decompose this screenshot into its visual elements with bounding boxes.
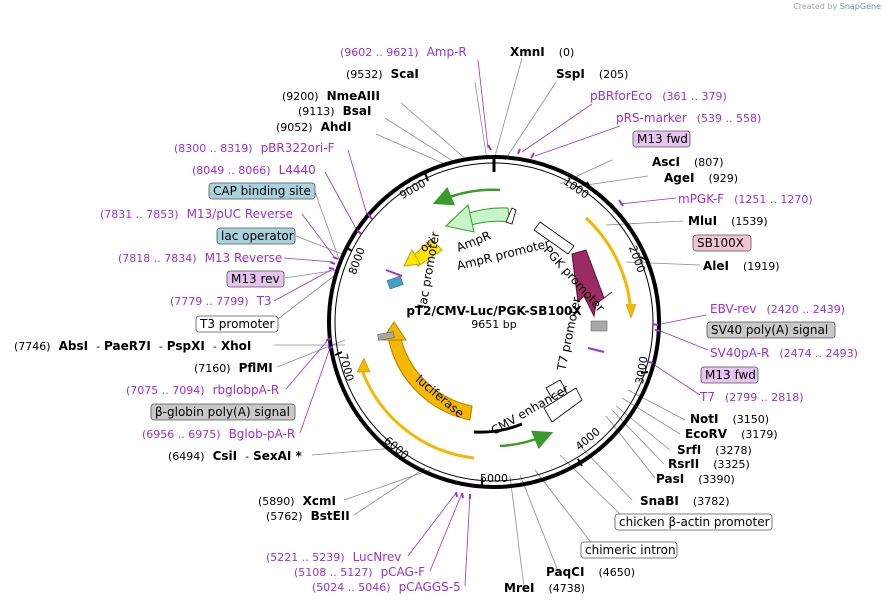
beta-globin-box [150,403,296,421]
ampr-arrowhead [444,204,475,233]
tick-marks [334,172,649,486]
t7-promoter-shape [545,379,567,399]
luciferase-outer-arc [360,369,475,460]
primer-sv40pa-r: SV40pA-R(2474 .. 2493) [710,346,858,360]
pgk-promoter-shape [533,221,575,255]
enzyme-agei: AgeI(929) [664,171,738,185]
t7-primer-marks [587,347,605,353]
primer-rbglobpa-r: (7075 .. 7094)rbglobpA-R [126,383,279,397]
ampr-promoter-shape [505,207,517,225]
primer-mpgk-f: mPGK-F(1251 .. 1270) [678,192,813,206]
sv40-polya-marker [590,320,608,332]
enzyme-bsteii: (5762)BstEII [266,509,350,523]
plasmid-length: 9651 bp [471,318,516,331]
m13-fwd-label-top: M13 fwd [637,132,688,146]
sb100x-box [692,234,752,252]
chimeric-intron-arrow [499,430,554,450]
enzyme-nmeaiii: (9200)NmeAIII [282,89,380,103]
primer-pbrforeco: pBRforEco(361 .. 379) [590,89,727,103]
cap-binding-box [208,182,316,200]
enzyme-ecorv: EcoRV(3179) [685,427,778,441]
enzyme-snabi: SnaBI(3782) [640,494,729,508]
primer-l4440: (8049 .. 8066)L4440 [192,163,316,177]
m13-rev-label: M13 rev [231,272,280,286]
tick-label-5000: 5000 [480,472,508,485]
snapgene-credit: Created by SnapGene [793,2,881,11]
lac-primer-marks [385,269,403,277]
primer-t3: (7779 .. 7799)T3 [170,294,272,308]
t3-promoter-box [195,315,279,333]
leader-lines [269,57,701,588]
primer-site-marks [325,144,661,499]
primer-prs-marker: pRS-marker(539 .. 558) [616,111,761,125]
enzyme-paqci: PaqCI(4650) [546,565,635,579]
primer-t7: T7(2799 .. 2818) [699,390,804,404]
primer-pcag-f: (5108 .. 5127)pCAG-F [294,565,425,579]
enzyme-mlui: MluI(1539) [688,214,768,228]
beta-globin-label: β-globin poly(A) signal [155,405,290,419]
orange-arc-arrowhead [625,303,637,319]
ampr-outer-arrow [432,186,501,206]
enzyme-mrei: MreI(4738) [504,581,585,595]
enzyme-absi-group: (7746)AbsI-PaeR7I-PspXI-XhoI [14,339,251,353]
m13-rev-box [226,270,285,288]
ori-arrowhead [403,248,421,267]
beta-globin-polya-marker [377,331,395,341]
enzyme-noti: NotI(3150) [690,412,769,426]
lac-operator-label: lac operator [221,229,294,243]
cap-binding-label: CAP binding site [213,184,311,198]
credit-prefix: Created by [793,2,838,11]
sv40-polya-box [706,321,836,339]
tick-label-2000: 2000 [626,244,648,275]
enzyme-xmni: XmnI(0) [510,45,574,59]
lac-operator-box [216,227,296,245]
snapgene-logo: SnapGene [839,2,881,11]
primer-pbr322ori-f: (8300 .. 8319)pBR322ori-F [174,141,335,155]
chicken-actin-label: chicken β-actin promoter [619,515,770,529]
enzyme-rsrii: RsrII(3325) [668,457,750,471]
enzyme-xcmi: (5890)XcmI [258,494,336,508]
sv40-polya-label: SV40 poly(A) signal [711,323,828,337]
luciferase-label: luciferase [413,372,467,420]
primer-lucnrev: (5221 .. 5239)LucNrev [266,550,401,564]
enzyme-csii-group: (6494)CsiI-SexAI * [168,449,303,463]
enzyme-sspi: SspI(205) [556,67,628,81]
chicken-actin-box [614,513,773,531]
lac-promoter-marker [386,275,404,290]
chimeric-intron-box [580,541,678,559]
enzyme-srfi: SrfI(3278) [677,443,752,457]
primer-m13-puc-reverse: (7831 .. 7853)M13/pUC Reverse [100,207,293,221]
ampr-gene-body [465,207,511,227]
enzyme-ahdi: (9052)AhdI [276,120,351,134]
m13-fwd-label-bottom: M13 fwd [705,368,756,382]
enzyme-alei: AleI(1919) [703,259,780,273]
primer-m13-reverse: (7818 .. 7834)M13 Reverse [118,251,282,265]
enzyme-asci: AscI(807) [652,155,724,169]
primer-pcaggs-5: (5024 .. 5046)pCAGGS-5 [312,580,461,594]
m13-fwd-box-top [632,130,691,148]
luciferase-outer-arrowhead [356,357,371,373]
primer-amp-r: (9602 .. 9621)Amp-R [340,45,467,59]
orange-arc-feature [584,216,633,317]
t3-promoter-label: T3 promoter [199,317,275,331]
m13-fwd-box-bottom [700,366,759,384]
enzyme-bsai: (9113)BsaI [298,104,371,118]
primer-bglob-pa-r: (6956 .. 6975)Bglob-pA-R [142,427,295,441]
plasmid-name: pT2/CMV-Luc/PGK-SB100X [406,304,582,318]
chicken-actin-promoter-arc [473,422,523,434]
chimeric-intron-label: chimeric intron [585,543,676,557]
enzyme-pasi: PasI(3390) [656,472,735,486]
primer-ebv-rev: EBV-rev(2420 .. 2439) [710,302,845,316]
tick-label-3000: 3000 [633,355,651,385]
cmv-enhancer-shape [543,387,583,423]
enzyme-scai: (9532)ScaI [346,67,419,81]
sb100x-gene-arrow [571,249,613,318]
sb100x-label: SB100X [697,236,744,250]
enzyme-pflmi: (7160)PflMI [194,361,273,375]
primer-leader-lines [273,59,709,587]
